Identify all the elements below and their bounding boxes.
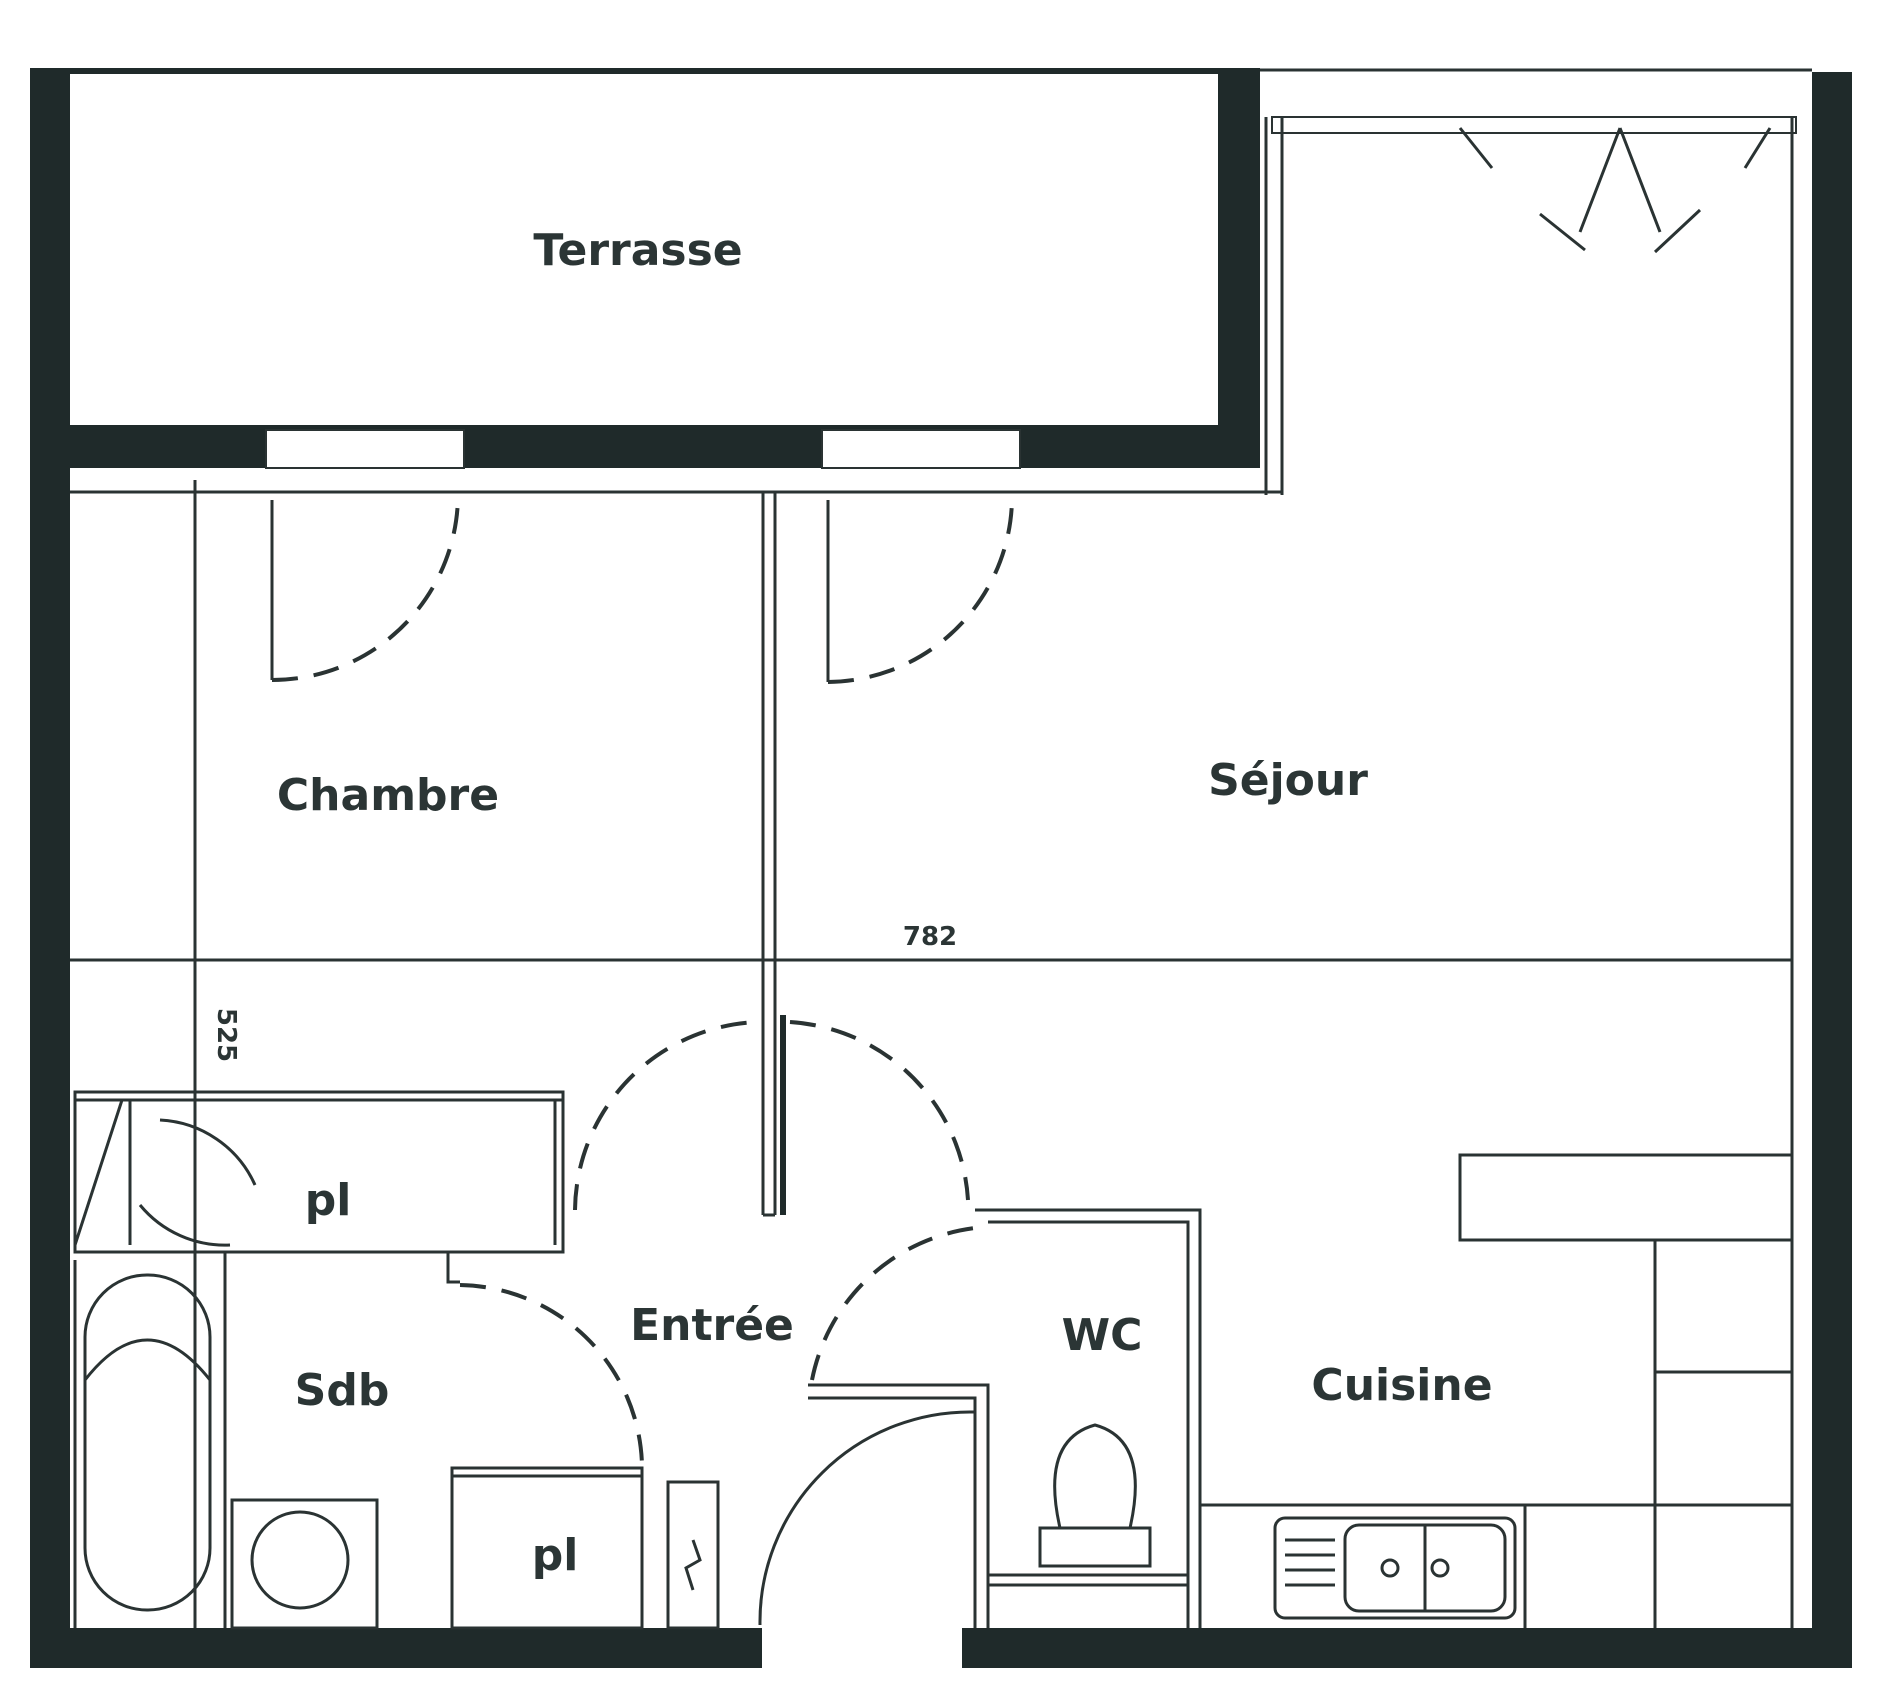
room-label-chambre: Chambre (277, 770, 499, 821)
exterior-walls (30, 68, 1852, 1668)
placard-label-bottom: pl (532, 1530, 579, 1581)
doors (138, 127, 1772, 1626)
terrasse-windows (265, 429, 1021, 469)
placard-label-top: pl (305, 1175, 352, 1226)
room-label-sdb: Sdb (295, 1365, 390, 1416)
room-label-sejour: Séjour (1208, 755, 1368, 806)
dimension-height: 525 (211, 1008, 241, 1062)
room-label-cuisine: Cuisine (1311, 1360, 1492, 1411)
dimension-width: 782 (903, 922, 957, 952)
interior-lines (70, 68, 1812, 1630)
room-label-terrasse: Terrasse (533, 225, 742, 276)
room-label-wc: WC (1062, 1310, 1143, 1361)
room-labels: Terrasse Chambre Séjour Entrée WC Cuisin… (211, 225, 1493, 1581)
room-label-entree: Entrée (630, 1300, 794, 1351)
